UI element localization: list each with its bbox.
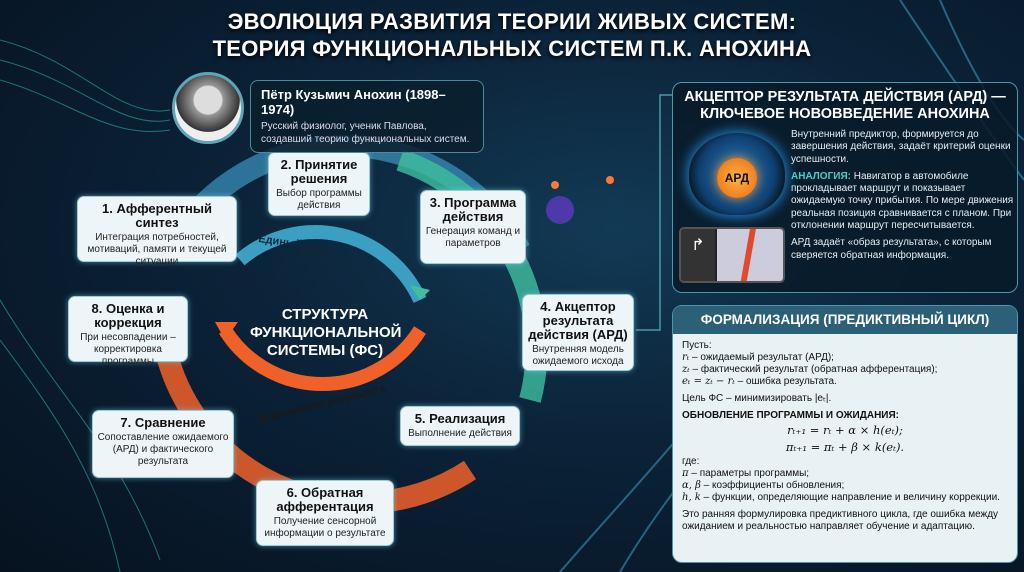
formalization-panel: ФОРМАЛИЗАЦИЯ (ПРЕДИКТИВНЫЙ ЦИКЛ) Пусть: … — [672, 305, 1018, 563]
symbol: α, β — [682, 480, 701, 491]
ard-summary: АРД задаёт «образ результата», с которым… — [791, 237, 992, 261]
symbol: π — [682, 468, 689, 479]
bio-desc: Русский физиолог, ученик Павлова, создав… — [261, 121, 470, 145]
symbol: rₜ — [682, 352, 690, 363]
ard-panel-text: Внутренний предиктор, формируется до зав… — [791, 129, 1015, 267]
def-text: – фактический результат (обратная аффере… — [689, 364, 938, 375]
step-title: 1. Афферентный синтез — [102, 201, 212, 230]
analogy-label: АНАЛОГИЯ: — [791, 170, 851, 182]
equation-1: rₜ₊₁ = rₜ + α × h(eₜ); — [787, 423, 903, 437]
step-desc: Получение сенсорной информации о результ… — [264, 516, 386, 539]
ard-badge: АРД — [717, 158, 757, 198]
step-desc: Выбор программы действия — [276, 188, 362, 211]
def-text: – функции, определяющие направление и ве… — [700, 492, 1000, 503]
step-desc: Выполнение действия — [408, 428, 512, 439]
bio-card: Пётр Кузьмич Анохин (1898–1974) Русский … — [250, 80, 484, 153]
outer-ring-orange — [148, 299, 477, 514]
step-desc: Интеграция потребностей, мотиваций, памя… — [87, 232, 227, 267]
def-row: zₜ – фактический результат (обратная афф… — [682, 364, 1008, 376]
anokhin-portrait — [172, 72, 244, 144]
def-row: rₜ – ожидаемый результат (АРД); — [682, 352, 1008, 364]
connector-line — [636, 94, 672, 331]
goal: Цель ФС – минимизировать |eₜ|. — [682, 393, 832, 404]
bio-name: Пётр Кузьмич Анохин (1898–1974) — [261, 87, 446, 117]
navigator-icon: ↱ — [679, 227, 785, 283]
arrowhead-icon — [215, 322, 238, 340]
def-text: – параметры программы; — [688, 468, 810, 479]
step-desc: Сопоставление ожидаемого (АРД) и фактиче… — [97, 432, 229, 467]
formalization-title: ФОРМАЛИЗАЦИЯ (ПРЕДИКТИВНЫЙ ЦИКЛ) — [673, 306, 1017, 334]
symbol: h, k — [682, 492, 701, 503]
analogy-text: Навигатор в автомобиле прокладывает марш… — [791, 170, 1014, 232]
step-title: 5. Реализация — [414, 411, 506, 426]
step-title: 3. Программа действия — [429, 195, 517, 224]
arrowhead-icon — [410, 285, 430, 300]
equation-2: πₜ₊₁ = πₜ + β × k(eₜ). — [785, 440, 905, 454]
title-line-2: ТЕОРИЯ ФУНКЦИОНАЛЬНЫХ СИСТЕМ П.К. АНОХИН… — [212, 36, 812, 61]
symbol: eₜ = zₜ − rₜ — [682, 376, 735, 387]
let-label: Пусть: — [682, 340, 712, 351]
def-row: eₜ = zₜ − rₜ – ошибка результата. — [682, 376, 1008, 388]
ard-panel: АКЦЕПТОР РЕЗУЛЬТАТА ДЕЙСТВИЯ (АРД) — КЛЮ… — [672, 82, 1018, 293]
inner-ring-orange — [219, 326, 426, 391]
ard-panel-title: АКЦЕПТОР РЕЗУЛЬТАТА ДЕЙСТВИЯ (АРД) — КЛЮ… — [684, 89, 1006, 122]
step-title: 2. Принятие решения — [280, 157, 358, 186]
where-label: где: — [682, 456, 700, 467]
ard-desc: Внутренний предиктор, формируется до зав… — [791, 129, 1011, 165]
update-title: ОБНОВЛЕНИЕ ПРОГРАММЫ И ОЖИДАНИЯ: — [682, 410, 900, 421]
where-row: π – параметры программы; — [682, 468, 1008, 480]
step-title: 6. Обратная афферентация — [276, 485, 374, 514]
where-row: α, β – коэффициенты обновления; — [682, 480, 1008, 492]
def-text: – ошибка результата. — [734, 376, 837, 387]
step-desc: При несовпадении – корректировка програм… — [80, 332, 176, 367]
page-title: ЭВОЛЮЦИЯ РАЗВИТИЯ ТЕОРИИ ЖИВЫХ СИСТЕМ: Т… — [0, 8, 1024, 62]
where-row: h, k – функции, определяющие направление… — [682, 492, 1008, 504]
analogy: АНАЛОГИЯ: Навигатор в автомобиле проклад… — [791, 171, 1015, 232]
cycle-center-label: СТРУКТУРА ФУНКЦИОНАЛЬНОЙ СИСТЕМЫ (ФС) — [250, 306, 402, 359]
step-desc: Внутренняя модель ожидаемого исхода — [532, 344, 624, 367]
conclusion: Это ранняя формулировка предиктивного ци… — [682, 509, 999, 532]
step-title: 8. Оценка и коррекция — [91, 301, 165, 330]
title-line-1: ЭВОЛЮЦИЯ РАЗВИТИЯ ТЕОРИИ ЖИВЫХ СИСТЕМ: — [227, 9, 797, 34]
step-4: 4. Акцептор результата действия (АРД)Вну… — [522, 294, 634, 371]
step-title: 4. Акцептор результата действия (АРД) — [528, 299, 628, 342]
def-text: – ожидаемый результат (АРД); — [689, 352, 834, 363]
step-title: 7. Сравнение — [120, 415, 206, 430]
step-desc: Генерация команд и параметров — [425, 226, 521, 249]
symbol: zₜ — [682, 364, 690, 375]
inner-ring-teal — [235, 225, 427, 303]
def-text: – коэффициенты обновления; — [700, 480, 845, 491]
